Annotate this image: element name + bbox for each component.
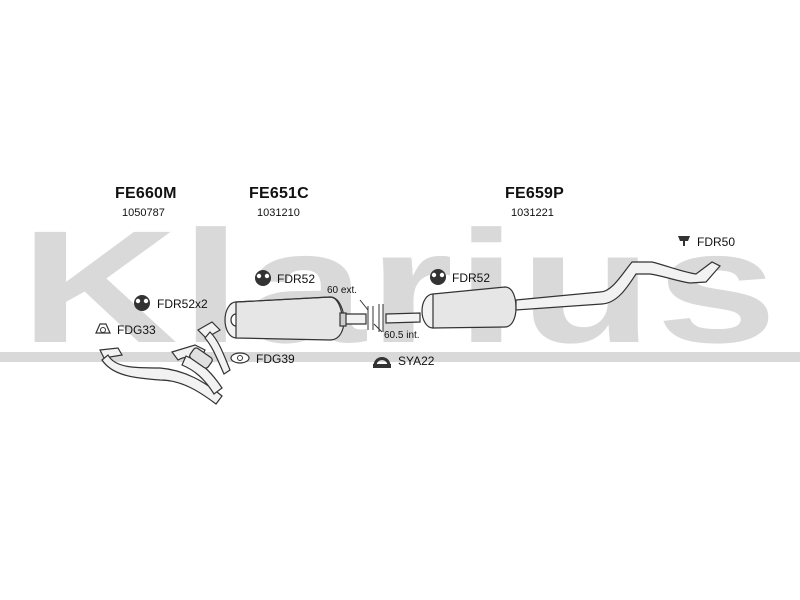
rubber-hanger-icon bbox=[255, 270, 271, 286]
dimension-label-int: 60.5 int. bbox=[384, 330, 420, 341]
svg-text:Klarius: Klarius bbox=[20, 197, 780, 376]
gasket-icon bbox=[230, 352, 250, 364]
section-code-intermediate: FE651C bbox=[249, 185, 309, 202]
rubber-mount-icon bbox=[678, 236, 690, 246]
rear-silencer-drawing bbox=[385, 261, 721, 329]
part-label-fdr50: FDR50 bbox=[697, 235, 736, 249]
dimension-label-ext: 60 ext. bbox=[327, 285, 358, 296]
section-number-rear: 1031221 bbox=[511, 207, 554, 219]
section-number-front-pipe: 1050787 bbox=[122, 207, 165, 219]
section-code-rear: FE659P bbox=[505, 185, 565, 202]
joint-clamp-drawing bbox=[359, 299, 384, 333]
intermediate-silencer-drawing bbox=[224, 296, 367, 341]
part-label-fdr52-mid: FDR52 bbox=[277, 272, 316, 286]
section-number-intermediate: 1031210 bbox=[257, 207, 300, 219]
part-label-fdg33: FDG33 bbox=[117, 323, 156, 337]
part-label-fdr52x2: FDR52x2 bbox=[157, 297, 208, 311]
part-label-sya22: SYA22 bbox=[398, 354, 435, 368]
part-label-fdg39: FDG39 bbox=[256, 352, 295, 366]
part-label-fdr52-rear: FDR52 bbox=[452, 271, 491, 285]
rubber-hanger-icon bbox=[430, 269, 446, 285]
section-code-front-pipe: FE660M bbox=[115, 185, 177, 202]
front-pipe-drawing bbox=[99, 321, 231, 405]
clamp-icon bbox=[373, 357, 391, 368]
gasket-icon bbox=[95, 323, 111, 334]
rubber-hanger-icon bbox=[134, 295, 150, 311]
